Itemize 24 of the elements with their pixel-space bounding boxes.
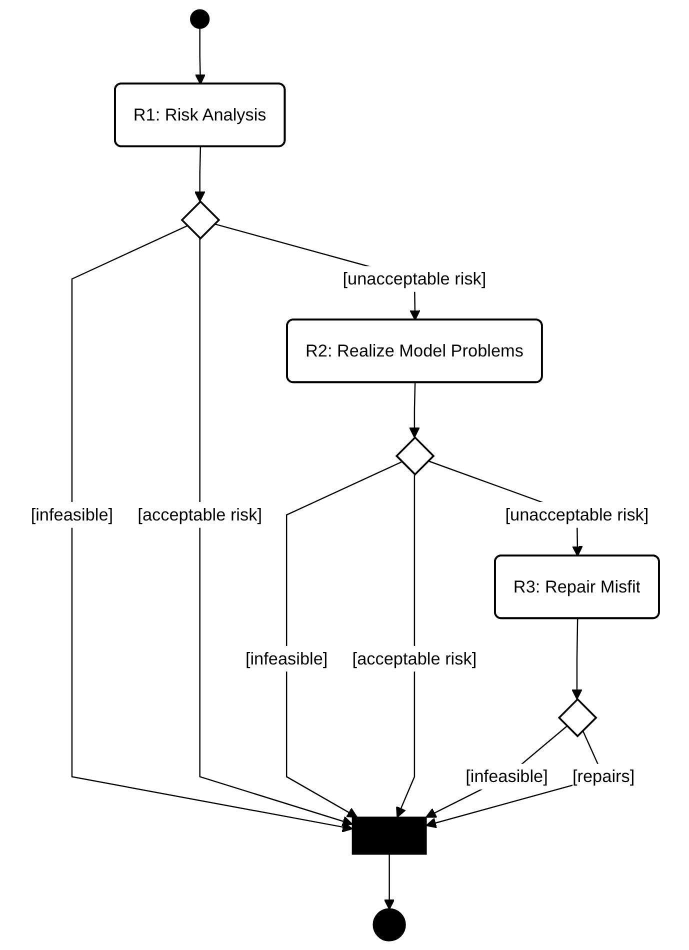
edge-label: [infeasible] (465, 766, 548, 786)
edge-label: [acceptable risk] (352, 648, 476, 668)
arrow (70, 225, 353, 832)
node-diamond (394, 436, 434, 476)
edge-label: [acceptable risk] (137, 504, 262, 524)
arrow (194, 28, 206, 85)
arrow (198, 238, 353, 826)
arrow (286, 461, 402, 818)
node-bar (351, 816, 426, 855)
edge-label: [unacceptable risk] (342, 268, 486, 288)
edge-label: [repairs] (572, 766, 634, 786)
edge-label: [unacceptable risk] (504, 504, 648, 524)
node-diamond (180, 200, 220, 240)
arrow (408, 382, 420, 438)
edge-label: [infeasible] (245, 648, 328, 668)
node-circle (190, 9, 210, 29)
arrow (194, 146, 205, 202)
arrow (425, 726, 567, 818)
arrow (396, 474, 415, 818)
node-circle (372, 908, 406, 942)
edge-label: [infeasible] (30, 504, 113, 524)
node-diamond (557, 698, 597, 738)
arrow (384, 854, 394, 910)
arrow (571, 618, 582, 700)
